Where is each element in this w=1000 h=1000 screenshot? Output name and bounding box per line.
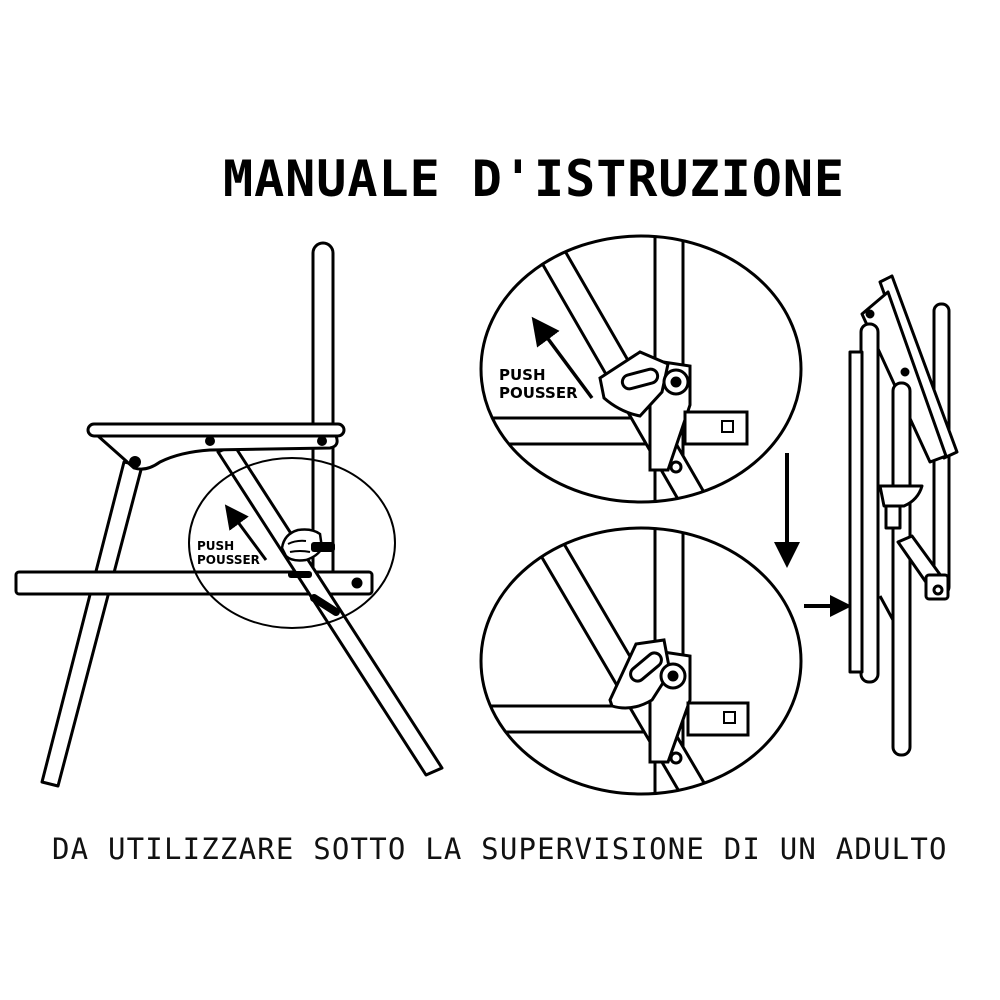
supervision-notice: DA UTILIZZARE SOTTO LA SUPERVISIONE DI U… <box>52 832 948 866</box>
right-arrow <box>804 595 852 617</box>
unlock-detail-top <box>479 234 803 504</box>
unfolded-chair <box>14 241 444 788</box>
folded-chair <box>848 274 959 757</box>
pousser-label-top: POUSSER <box>499 384 578 402</box>
push-label-left: PUSH <box>197 539 234 553</box>
unlock-detail-bottom <box>479 526 803 796</box>
down-arrow <box>774 453 800 568</box>
manual-title: MANUALE D'ISTRUZIONE <box>222 150 846 208</box>
push-label-top: PUSH <box>499 366 546 384</box>
left-magnifier-detail <box>188 457 396 629</box>
pousser-label-left: POUSSER <box>197 553 260 567</box>
